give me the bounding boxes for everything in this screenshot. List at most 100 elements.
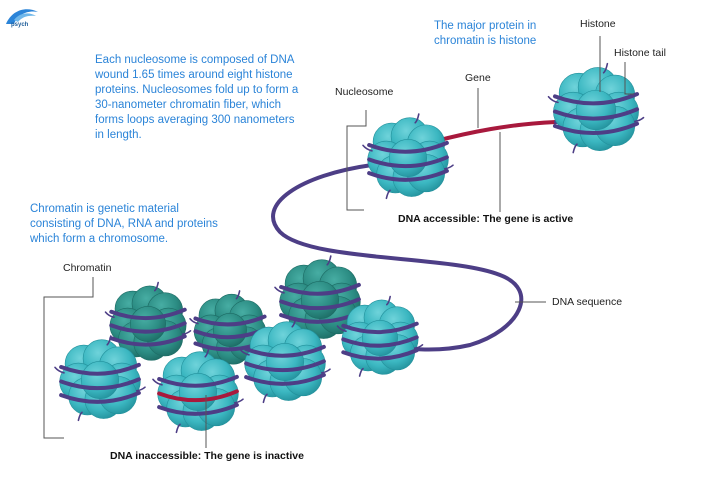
histone-tail: [154, 281, 159, 292]
histone-lobe: [80, 360, 120, 400]
nucleosome-bracket: [346, 110, 367, 211]
dna-wrap-band: [157, 402, 239, 416]
dna-wrap-band: [244, 372, 326, 386]
dna-wrap-band: [279, 297, 361, 311]
histone-tail: [336, 325, 347, 332]
dna-wrap-band: [279, 282, 361, 296]
histone-note-line: The major protein in: [434, 20, 537, 32]
histone-note-line: chromatin is histone: [434, 35, 537, 47]
histone-tail: [385, 189, 391, 200]
nucleosome-note-line: 30-nanometer chromatin fiber, which: [95, 99, 282, 111]
dna-gene-segment-active: [430, 120, 558, 144]
dna-wrap-band: [367, 168, 449, 182]
histone-tail: [413, 344, 424, 349]
dna-wrap-band: [552, 107, 640, 121]
histone-tail: [291, 317, 297, 328]
histone-tail-label: Histone tail: [614, 47, 666, 59]
histone-tail: [362, 144, 373, 152]
nucleosome-note-line: wound 1.65 times around eight histone: [95, 69, 293, 81]
nucleosome-cluster: [54, 62, 645, 434]
histone-tail: [181, 330, 192, 335]
histone-tail: [77, 411, 83, 422]
histone-tail: [262, 393, 268, 404]
logo-text: psych: [11, 22, 29, 28]
histone-tail: [235, 290, 241, 300]
nucleosome-note-line: proteins. Nucleosomes fold up to form a: [95, 84, 299, 96]
histone-tail: [326, 255, 332, 266]
nucleosome-note-line: in length.: [95, 129, 142, 141]
histone-tail: [152, 378, 163, 386]
histone-lobe: [388, 138, 428, 178]
histone-lobe: [575, 89, 617, 131]
dna-gene-segment-inactive: [157, 389, 239, 403]
chromatin-note: Chromatin is genetic material consisting…: [30, 202, 250, 247]
wave-logo-icon: [6, 9, 38, 24]
psych-logo: psych: [4, 4, 44, 34]
histone-tail-leader: [624, 62, 634, 95]
histone-tail: [633, 116, 645, 123]
histone-lobe: [213, 313, 247, 347]
dna-wrap-band: [109, 321, 187, 334]
dna-wrap-band: [367, 140, 449, 154]
nucleosome: [104, 281, 192, 363]
histone-tail: [320, 368, 331, 374]
histone-tail: [239, 348, 250, 356]
nucleosome: [547, 62, 645, 154]
gene-label: Gene: [465, 72, 491, 84]
chromatin-note-line: consisting of DNA, RNA and proteins: [30, 218, 218, 230]
histone-tail: [233, 398, 244, 404]
histone-tail: [135, 386, 146, 392]
dna-wrap-band: [157, 374, 239, 388]
dna-sequence-label: DNA sequence: [552, 296, 623, 308]
dna-wrap-band: [341, 335, 419, 348]
chromatin-note-line: which form a chromosome.: [30, 233, 169, 245]
histone-tail: [547, 95, 559, 104]
histone-tail: [175, 423, 181, 434]
dna-wrap-band: [59, 390, 141, 404]
leader-lines: [43, 36, 634, 448]
dna-accessible-caption: DNA accessible: The gene is active: [398, 213, 574, 225]
histone-tail: [274, 286, 285, 294]
chromatin-note-line: Chromatin is genetic material: [30, 203, 179, 215]
histone-lobe: [300, 280, 340, 320]
nucleosome: [362, 113, 454, 200]
dna-wrap-band: [341, 321, 419, 335]
histone-lobe: [265, 342, 305, 382]
dna-wrap-band: [552, 92, 640, 106]
dna-wrap-band: [193, 314, 267, 327]
histone-tail: [204, 347, 210, 358]
dna-inaccessible-caption: DNA inaccessible: The gene is inactive: [110, 450, 304, 462]
histone-tail: [572, 143, 578, 154]
histone-tail: [104, 311, 115, 318]
histone-lobe: [178, 372, 218, 412]
histone-tail: [443, 164, 454, 170]
dna-wrap-band: [367, 155, 449, 169]
dna-wrap-band: [59, 362, 141, 376]
chromatin-bracket: [43, 277, 94, 439]
dna-wrap-band: [244, 344, 326, 358]
dna-linker-loop: [271, 163, 524, 352]
nucleosome: [336, 295, 424, 377]
histone-tail: [386, 295, 391, 306]
histone-tail: [106, 335, 112, 346]
nucleosome-label: Nucleosome: [335, 86, 394, 98]
nucleosome-note-line: forms loops averaging 300 nanometers: [95, 114, 295, 126]
nucleosome: [239, 317, 331, 404]
nucleosome: [152, 347, 244, 434]
dna-wrap-band: [244, 359, 326, 373]
nucleosome: [54, 335, 146, 422]
histone-lobe: [362, 320, 398, 356]
histone-tail: [358, 367, 364, 377]
histone-tail: [414, 113, 420, 124]
histone-tail: [602, 62, 609, 74]
histone-note: The major protein in chromatin is histon…: [434, 19, 574, 49]
nucleosome-note: Each nucleosome is composed of DNA wound…: [95, 53, 325, 143]
dna-wrap-band: [59, 377, 141, 391]
histone-tail: [189, 318, 199, 325]
dna-wrap-band: [341, 348, 419, 361]
histone-label: Histone: [580, 18, 616, 30]
dna-wrap-band: [109, 334, 187, 347]
chromatin-label: Chromatin: [63, 262, 112, 274]
dna-wrap-band: [552, 121, 640, 135]
